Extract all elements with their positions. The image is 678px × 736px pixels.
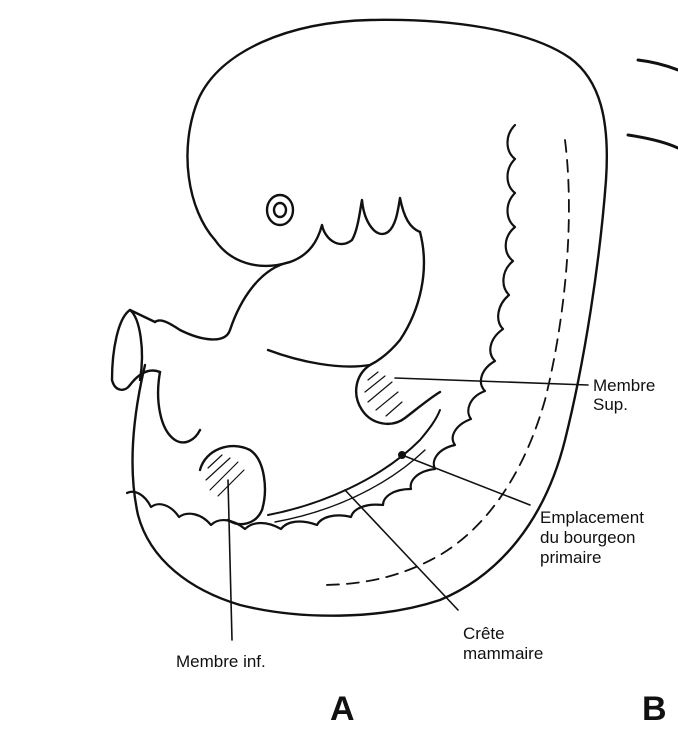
bud-location-dot (398, 451, 406, 459)
label-membre-inf: Membre inf. (176, 652, 266, 671)
upper-limb-bud (356, 365, 440, 424)
membre-sup-pointer (395, 378, 588, 385)
label-emplacement-line3: primaire (540, 548, 601, 567)
umbilical-stalk (112, 310, 160, 390)
mammary-ridge-inner (275, 450, 425, 522)
heart-bulge-outline (155, 262, 290, 339)
label-crete-line1: Crête (463, 624, 505, 643)
embryo-outline (132, 20, 606, 616)
label-emplacement-line2: du bourgeon (540, 528, 635, 547)
eye-inner (274, 203, 286, 217)
panel-label-a: A (330, 690, 355, 729)
label-membre-sup-line2: Sup. (593, 395, 628, 414)
panel-label-b: B (642, 690, 667, 729)
lower-limb-bud (200, 446, 265, 524)
somites (127, 125, 515, 529)
crete-pointer (345, 490, 458, 610)
ventral-contour (158, 372, 200, 442)
lower-limb-hatch (206, 455, 244, 496)
heart-bulge-inner (268, 232, 424, 367)
label-emplacement-line1: Emplacement (540, 508, 644, 527)
membre-inf-pointer (228, 480, 232, 640)
umbilical-stalk-end (130, 310, 142, 380)
label-membre-sup-line1: Membre (593, 376, 655, 395)
panel-b-fragment-top (638, 60, 678, 70)
panel-b-fragment-bottom (628, 135, 678, 148)
eye-outer (267, 195, 293, 225)
label-crete-line2: mammaire (463, 644, 543, 663)
neural-tube-dashed-line (320, 140, 569, 585)
pharyngeal-arches (215, 198, 420, 266)
